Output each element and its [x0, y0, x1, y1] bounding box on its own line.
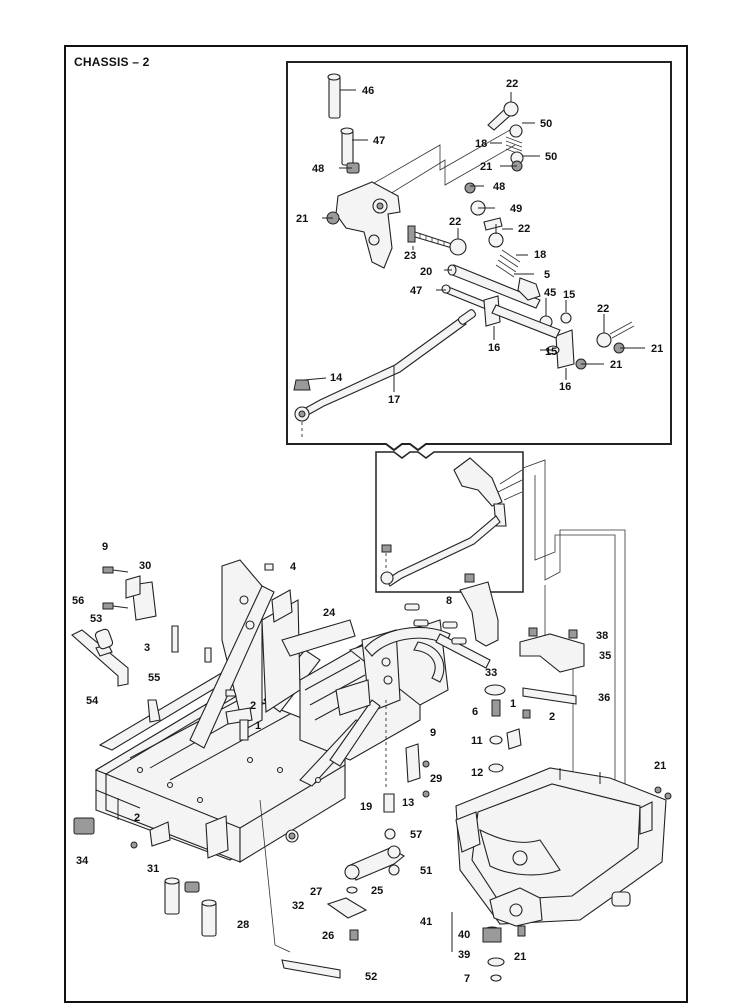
callout-29: 29	[430, 773, 442, 785]
callout-25: 25	[371, 885, 383, 897]
callout-9: 9	[102, 541, 108, 553]
callout-11: 11	[471, 735, 483, 747]
right-upper-parts	[404, 573, 585, 773]
callout-30: 30	[139, 560, 151, 572]
callout-56: 56	[72, 595, 84, 607]
callout-4: 4	[290, 561, 297, 573]
callout-21: 21	[296, 213, 308, 225]
callout-57: 57	[410, 829, 422, 841]
callout-22: 22	[449, 216, 461, 228]
deck-housing	[451, 767, 672, 982]
callout-27: 27	[310, 886, 322, 898]
callout-23: 23	[404, 250, 416, 262]
middle-parts	[259, 700, 430, 979]
callout-47: 47	[373, 135, 385, 147]
left-parts	[71, 563, 274, 937]
callout-54: 54	[86, 695, 99, 707]
plate-16	[483, 295, 501, 327]
callout-35: 35	[599, 650, 611, 662]
callout-26: 26	[322, 930, 334, 942]
callout-12: 12	[471, 767, 483, 779]
diagram-title: CHASSIS – 2	[74, 55, 150, 69]
callout-7: 7	[464, 973, 470, 985]
callout-39: 39	[458, 949, 470, 961]
callout-51: 51	[420, 865, 432, 877]
callout-53: 53	[90, 613, 102, 625]
washer-50	[509, 124, 523, 138]
callout-14: 14	[330, 372, 343, 384]
callout-17: 17	[388, 394, 400, 406]
linkage-inset	[375, 451, 524, 593]
diagram-frame	[64, 45, 688, 1003]
callout-9: 9	[430, 727, 436, 739]
spring-18	[505, 136, 523, 156]
plate-16b	[555, 329, 575, 369]
callout-50: 50	[545, 151, 557, 163]
callout-45: 45	[544, 287, 556, 299]
callout-21: 21	[610, 359, 622, 371]
control-rod-17	[301, 317, 467, 417]
callout-32: 32	[292, 900, 304, 912]
callout-21: 21	[514, 951, 526, 963]
callout-48: 48	[312, 163, 324, 175]
callout-19: 19	[360, 801, 372, 813]
callout-21: 21	[651, 343, 663, 355]
callout-20: 20	[420, 266, 432, 278]
callout-15: 15	[545, 346, 557, 358]
rod-46	[328, 75, 341, 119]
callout-28: 28	[237, 919, 249, 931]
callout-13: 13	[402, 797, 414, 809]
callout-50: 50	[540, 118, 552, 130]
callout-3: 3	[144, 642, 150, 654]
callout-34: 34	[76, 855, 89, 867]
callout-18: 18	[534, 249, 546, 261]
rod-end-22	[503, 101, 519, 117]
callout-16: 16	[559, 381, 571, 393]
callout-24: 24	[323, 607, 336, 619]
callout-55: 55	[148, 672, 160, 684]
callout-48: 48	[493, 181, 505, 193]
callout-1: 1	[255, 720, 261, 732]
callout-21: 21	[480, 161, 492, 173]
callout-15: 15	[563, 289, 575, 301]
callout-33: 33	[485, 667, 497, 679]
callout-49: 49	[510, 203, 522, 215]
callout-22: 22	[506, 78, 518, 90]
callout-22: 22	[518, 223, 530, 235]
rod-end-22b	[449, 238, 467, 256]
detail-inset	[286, 61, 672, 452]
main-frame	[94, 559, 451, 863]
callout-22: 22	[597, 303, 609, 315]
callout-2: 2	[134, 812, 140, 824]
callout-6: 6	[472, 706, 478, 718]
callout-41: 41	[420, 916, 432, 928]
callout-18: 18	[475, 138, 487, 150]
nut-14	[293, 379, 311, 391]
callout-31: 31	[147, 863, 159, 875]
callout-40: 40	[458, 929, 470, 941]
callout-46: 46	[362, 85, 374, 97]
callout-5: 5	[544, 269, 550, 281]
callout-1: 1	[510, 698, 516, 710]
callout-52: 52	[365, 971, 377, 983]
callout-8: 8	[446, 595, 452, 607]
lever-bracket	[335, 181, 401, 269]
callout-47: 47	[410, 285, 422, 297]
callout-36: 36	[598, 692, 610, 704]
callout-21: 21	[654, 760, 666, 772]
callout-2: 2	[549, 711, 555, 723]
callout-2: 2	[250, 700, 256, 712]
callout-16: 16	[488, 342, 500, 354]
rod-47	[341, 129, 354, 166]
callout-38: 38	[596, 630, 608, 642]
